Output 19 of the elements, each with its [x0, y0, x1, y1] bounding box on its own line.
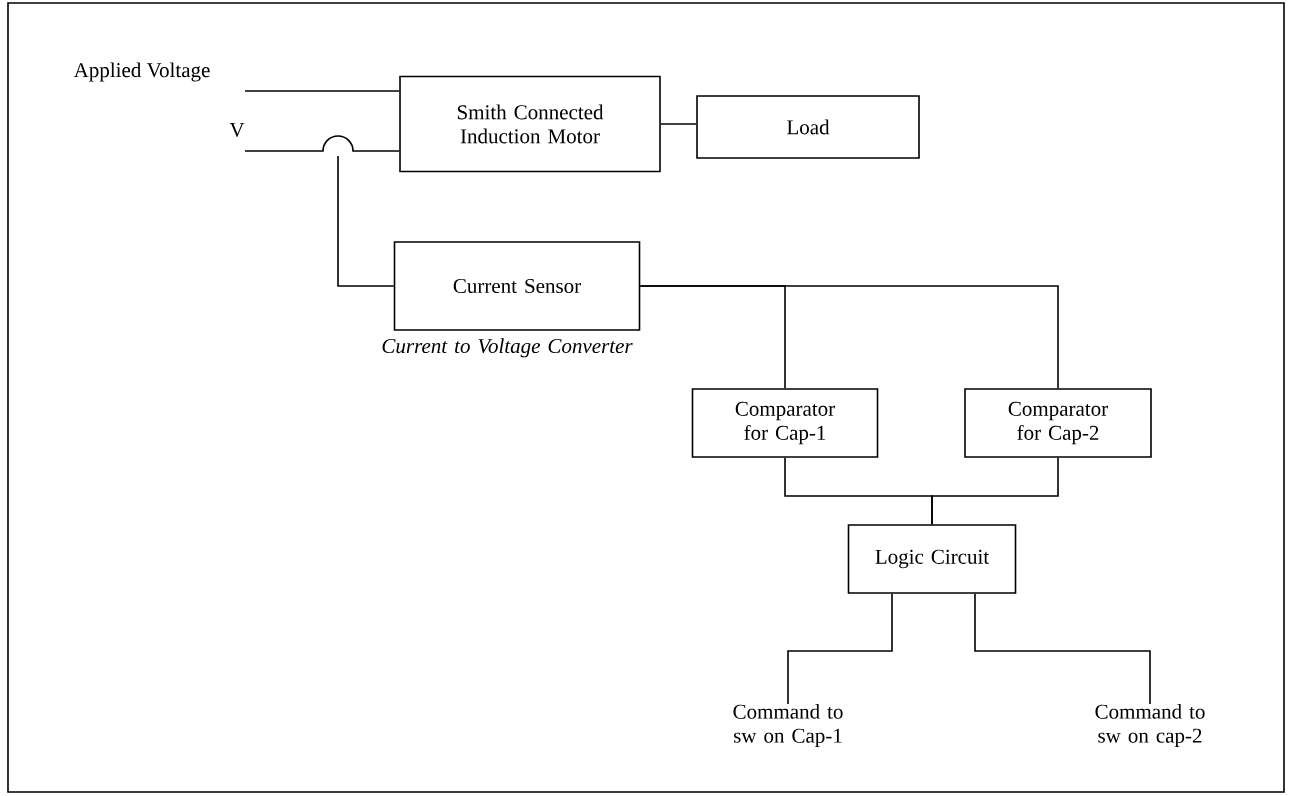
- voltage-label: V: [229, 122, 245, 137]
- wire: [974, 593, 1151, 705]
- wire: [244, 90, 400, 92]
- output-text: Command to sw on cap-2: [1095, 704, 1205, 748]
- process-box: Current Sensor: [393, 241, 641, 331]
- process-box: Logic Circuit: [847, 524, 1017, 594]
- wire: [931, 457, 1059, 525]
- wire: [660, 123, 697, 125]
- output-text: Command to sw on Cap-1: [733, 704, 843, 748]
- process-box: Comparator for Cap-2: [964, 388, 1152, 458]
- wire: [337, 155, 395, 287]
- wire: [787, 593, 893, 705]
- caption-text: Current to Voltage Converter: [382, 338, 633, 358]
- process-box: Comparator for Cap-1: [691, 388, 879, 458]
- process-box: Smith Connected Induction Motor: [399, 75, 661, 173]
- signal-label: Applied Voltage: [73, 62, 210, 82]
- wire: [244, 135, 400, 152]
- wire: [639, 285, 1059, 389]
- process-box: Load: [696, 95, 920, 159]
